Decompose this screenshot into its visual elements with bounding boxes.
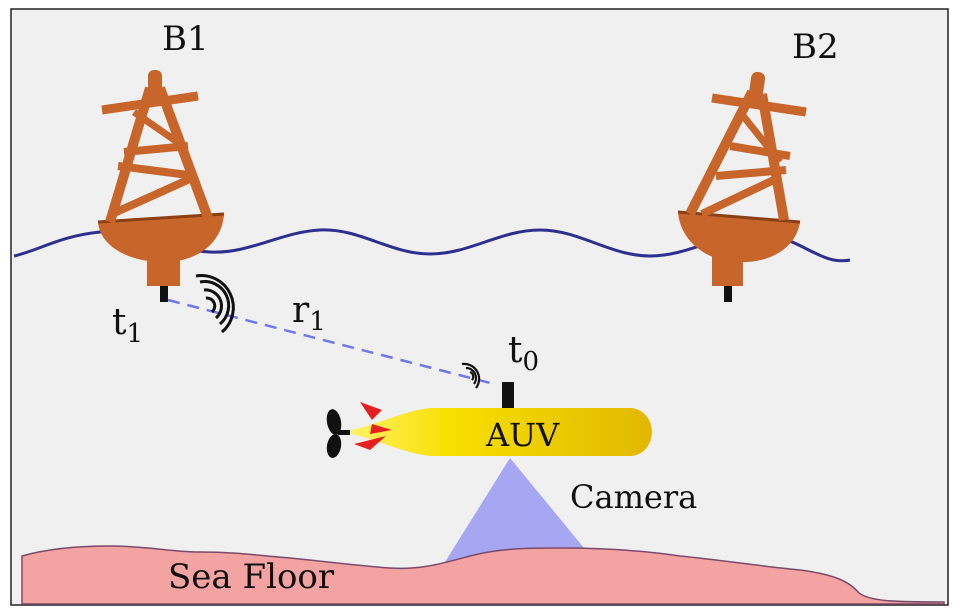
buoy-b1 [97, 70, 225, 302]
sea-floor [21, 545, 945, 605]
label-t1: t1 [112, 302, 143, 349]
range-line-r1 [167, 298, 495, 386]
acoustic-signal-icon-auv [461, 362, 481, 389]
buoy-b2 [677, 71, 807, 302]
auv-vehicle [326, 382, 652, 458]
acoustic-signal-icon-b1 [195, 274, 235, 334]
camera-view-cone [445, 458, 584, 562]
label-auv: AUV [485, 416, 560, 454]
label-camera: Camera [570, 478, 697, 516]
label-r1: r1 [292, 290, 326, 337]
label-b1: B1 [162, 19, 209, 59]
label-b2: B2 [792, 27, 839, 67]
label-sea-floor: Sea Floor [168, 557, 335, 597]
label-t0: t0 [508, 330, 539, 377]
